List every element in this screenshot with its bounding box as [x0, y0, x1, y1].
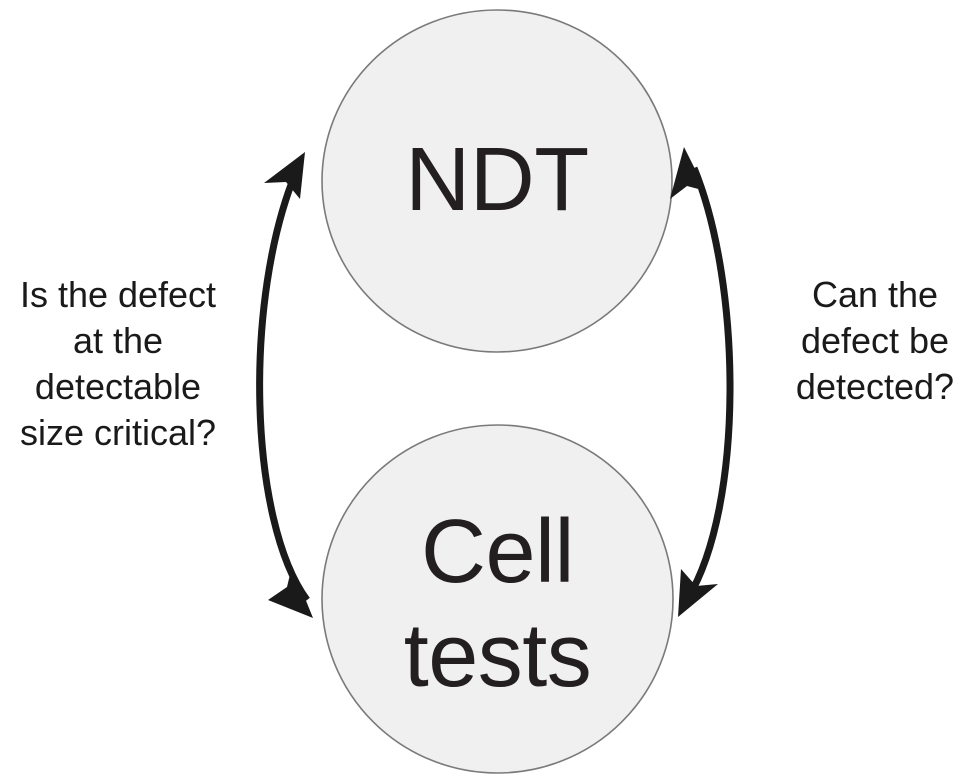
node-circle-cell-tests[interactable] [321, 424, 674, 774]
edge-arrowhead-left-bottom [268, 566, 313, 618]
edge-arrow-ndt-to-cell-tests[interactable] [670, 147, 734, 617]
edge-label-left-question: Is the defect at the detectable size cri… [19, 274, 217, 453]
edge-label-right-question: Can the defect be detected? [795, 274, 955, 407]
edge-arrow-cell-tests-to-ndt[interactable] [256, 152, 313, 618]
edge-arrowhead-left-top [264, 152, 305, 199]
node-circle-ndt[interactable] [321, 9, 673, 353]
edge-arrow-left-path [256, 170, 310, 603]
edge-arrowhead-right-bottom [678, 569, 718, 617]
edge-arrow-right-path [684, 166, 734, 600]
edge-arrowhead-right-top [670, 147, 706, 199]
